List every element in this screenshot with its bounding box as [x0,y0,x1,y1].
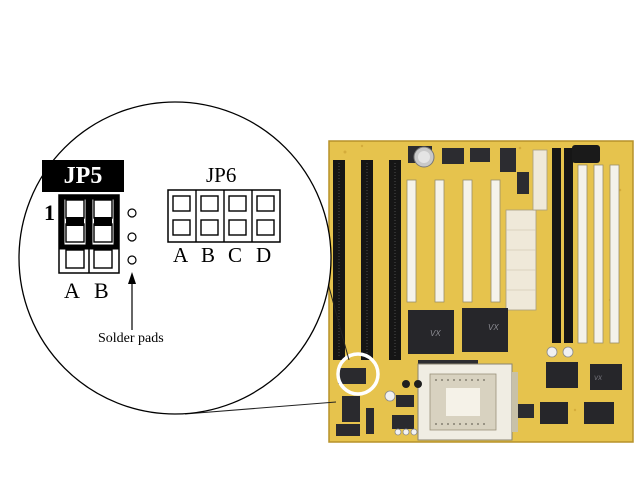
isa-slots [333,160,401,360]
jp5-jumper-block [58,194,120,274]
pin-1-label: 1 [44,200,55,225]
arrow-up-icon [128,272,136,330]
svg-text:VX: VX [430,329,441,338]
jp6-label: JP6 [206,163,237,187]
chipset-chip-1 [408,310,454,354]
chipset-chip-2 [462,308,508,352]
jp5-column-b-label: B [94,278,109,303]
jp6-column-c-label: C [228,243,243,267]
jp6-jumper-block [167,189,281,243]
jp6-column-d-label: D [256,243,272,267]
cpu-socket [417,363,518,441]
jp6-column-a-label: A [173,243,189,267]
jp5-label: JP5 [42,160,124,192]
motherboard-photo: VX VX VX [328,140,634,443]
solder-pads [127,208,137,265]
svg-text:VX: VX [594,376,603,382]
jumper-cap-b [87,194,119,250]
pci-slots [406,179,501,303]
highlight-circle [336,352,380,396]
memory-slots [552,148,620,344]
jp6-column-b-label: B [201,243,216,267]
svg-text:VX: VX [488,323,499,332]
jp5-column-a-label: A [64,278,80,303]
solder-pads-label: Solder pads [98,331,164,346]
